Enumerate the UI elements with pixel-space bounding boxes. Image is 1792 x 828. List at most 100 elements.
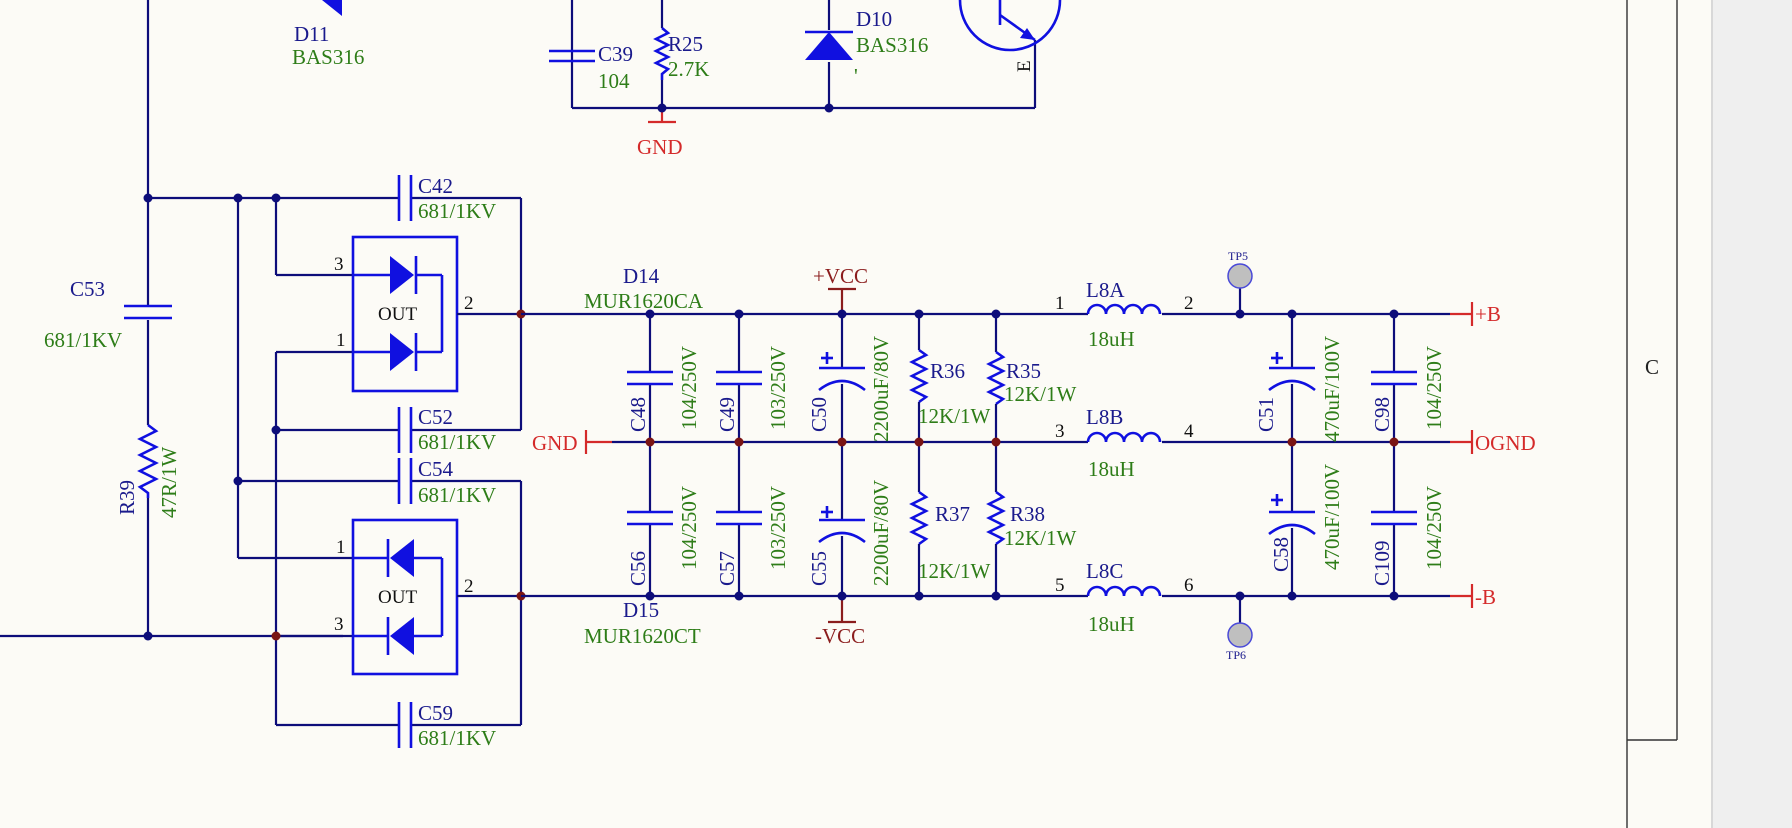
c48-value: 104/250V — [677, 346, 701, 430]
l8c-ref: L8C — [1086, 559, 1123, 583]
r25-resistor-icon — [653, 27, 671, 80]
snubber-branch: C53 681/1KV R39 47R/1W — [0, 0, 343, 641]
pos-b-port: +B — [1450, 302, 1501, 326]
r39-resistor-icon — [137, 423, 159, 498]
filter-buses — [521, 312, 1450, 598]
r35-ref: R35 — [1006, 359, 1041, 383]
sheet-zone-label: C — [1645, 355, 1659, 379]
c51-ref: C51 — [1254, 397, 1278, 432]
d14-ref: D14 — [623, 264, 660, 288]
c57-ref: C57 — [715, 551, 739, 586]
c55-value: 2200uF/80V — [869, 480, 893, 586]
d10-ref: D10 — [856, 7, 892, 31]
c58-value: 470uF/100V — [1320, 464, 1344, 570]
sheet-frame: C — [1626, 0, 1792, 828]
c54-capacitor — [397, 458, 413, 504]
d10-diode-icon — [805, 30, 853, 60]
r25-ref: R25 — [668, 32, 703, 56]
pos-b-label: +B — [1475, 302, 1501, 326]
c42-value: 681/1KV — [418, 199, 496, 223]
c48-capacitor — [627, 314, 673, 442]
vcc-ports: +VCC -VCC — [813, 264, 868, 648]
d15-ref: D15 — [623, 598, 659, 622]
c50-value: 2200uF/80V — [869, 336, 893, 442]
ognd-port: OGND — [1450, 430, 1536, 455]
r37-value: 12K/1W — [918, 559, 991, 583]
r25-value: 2.7K — [668, 57, 709, 81]
l8b-ref: L8B — [1086, 405, 1123, 429]
r37-ref: R37 — [935, 502, 970, 526]
c59-capacitor — [397, 702, 413, 748]
l8c-pin6: 6 — [1184, 575, 1194, 596]
r38-resistor — [986, 442, 1006, 596]
gnd-left-port: GND — [532, 430, 612, 455]
c42-ref: C42 — [418, 174, 453, 198]
r39-ref: R39 — [115, 480, 139, 515]
d15-pin1: 1 — [336, 537, 346, 558]
c58-ref: C58 — [1269, 537, 1293, 572]
c56-capacitor — [627, 442, 673, 596]
l8c-inductor — [1086, 585, 1162, 597]
c49-ref: C49 — [715, 397, 739, 432]
gnd-top-label: GND — [637, 135, 683, 159]
neg-vcc-label: -VCC — [815, 624, 865, 648]
d15-value: MUR1620CT — [584, 624, 701, 648]
c49-capacitor — [716, 314, 762, 442]
r38-ref: R38 — [1010, 502, 1045, 526]
tp5-ref: TP5 — [1228, 249, 1248, 263]
neg-b-port: -B — [1450, 584, 1496, 609]
c109-value: 104/250V — [1422, 486, 1446, 570]
r35-resistor — [986, 314, 1006, 442]
c53-value: 681/1KV — [44, 328, 122, 352]
pos-vcc-label: +VCC — [813, 264, 868, 288]
l8b-inductor — [1086, 431, 1162, 443]
r36-resistor — [909, 314, 929, 442]
transistor-icon — [958, 0, 1062, 52]
r37-resistor — [909, 442, 929, 596]
c57-value: 103/250V — [766, 486, 790, 570]
l8a-pin2: 2 — [1184, 293, 1194, 314]
d11-diode-icon — [322, 0, 342, 16]
gnd-left-label: GND — [532, 431, 578, 455]
ognd-label: OGND — [1475, 431, 1536, 455]
c49-value: 103/250V — [766, 346, 790, 430]
d15-pin2: 2 — [464, 576, 474, 597]
tp6-ref: TP6 — [1226, 648, 1246, 662]
r39-value: 47R/1W — [157, 447, 181, 518]
c56-ref: C56 — [626, 551, 650, 586]
r36-value: 12K/1W — [918, 404, 991, 428]
c98-ref: C98 — [1370, 397, 1394, 432]
c98-value: 104/250V — [1422, 346, 1446, 430]
r36-ref: R36 — [930, 359, 965, 383]
l8b-value: 18uH — [1088, 457, 1135, 481]
bus-junctions — [645, 309, 1399, 601]
c59-ref: C59 — [418, 701, 453, 725]
c48-ref: C48 — [626, 397, 650, 432]
l8c-pin5: 5 — [1055, 575, 1065, 596]
d11-value: BAS316 — [292, 45, 364, 69]
c54-value: 681/1KV — [418, 483, 496, 507]
l8a-pin1: 1 — [1055, 293, 1065, 314]
l8a-value: 18uH — [1088, 327, 1135, 351]
c51-value: 470uF/100V — [1320, 336, 1344, 442]
c51-capacitor — [1268, 314, 1316, 442]
c52-value: 681/1KV — [418, 430, 496, 454]
c98-capacitor — [1371, 314, 1417, 442]
d15-out-label: OUT — [378, 587, 417, 608]
d14-pin2: 2 — [464, 293, 474, 314]
l8b-pin3: 3 — [1055, 421, 1065, 442]
c55-ref: C55 — [807, 551, 831, 586]
d14-out-label: OUT — [378, 304, 417, 325]
c59-value: 681/1KV — [418, 726, 496, 750]
c53-ref: C53 — [70, 277, 105, 301]
l8c-value: 18uH — [1088, 612, 1135, 636]
tp5-test-point — [1227, 263, 1253, 314]
d14-value: MUR1620CA — [584, 289, 704, 313]
c39-ref: C39 — [598, 42, 633, 66]
c56-value: 104/250V — [677, 486, 701, 570]
c54-ref: C54 — [418, 457, 454, 481]
c57-capacitor — [716, 442, 762, 596]
l8b-pin4: 4 — [1184, 421, 1194, 442]
c50-capacitor — [818, 314, 866, 442]
